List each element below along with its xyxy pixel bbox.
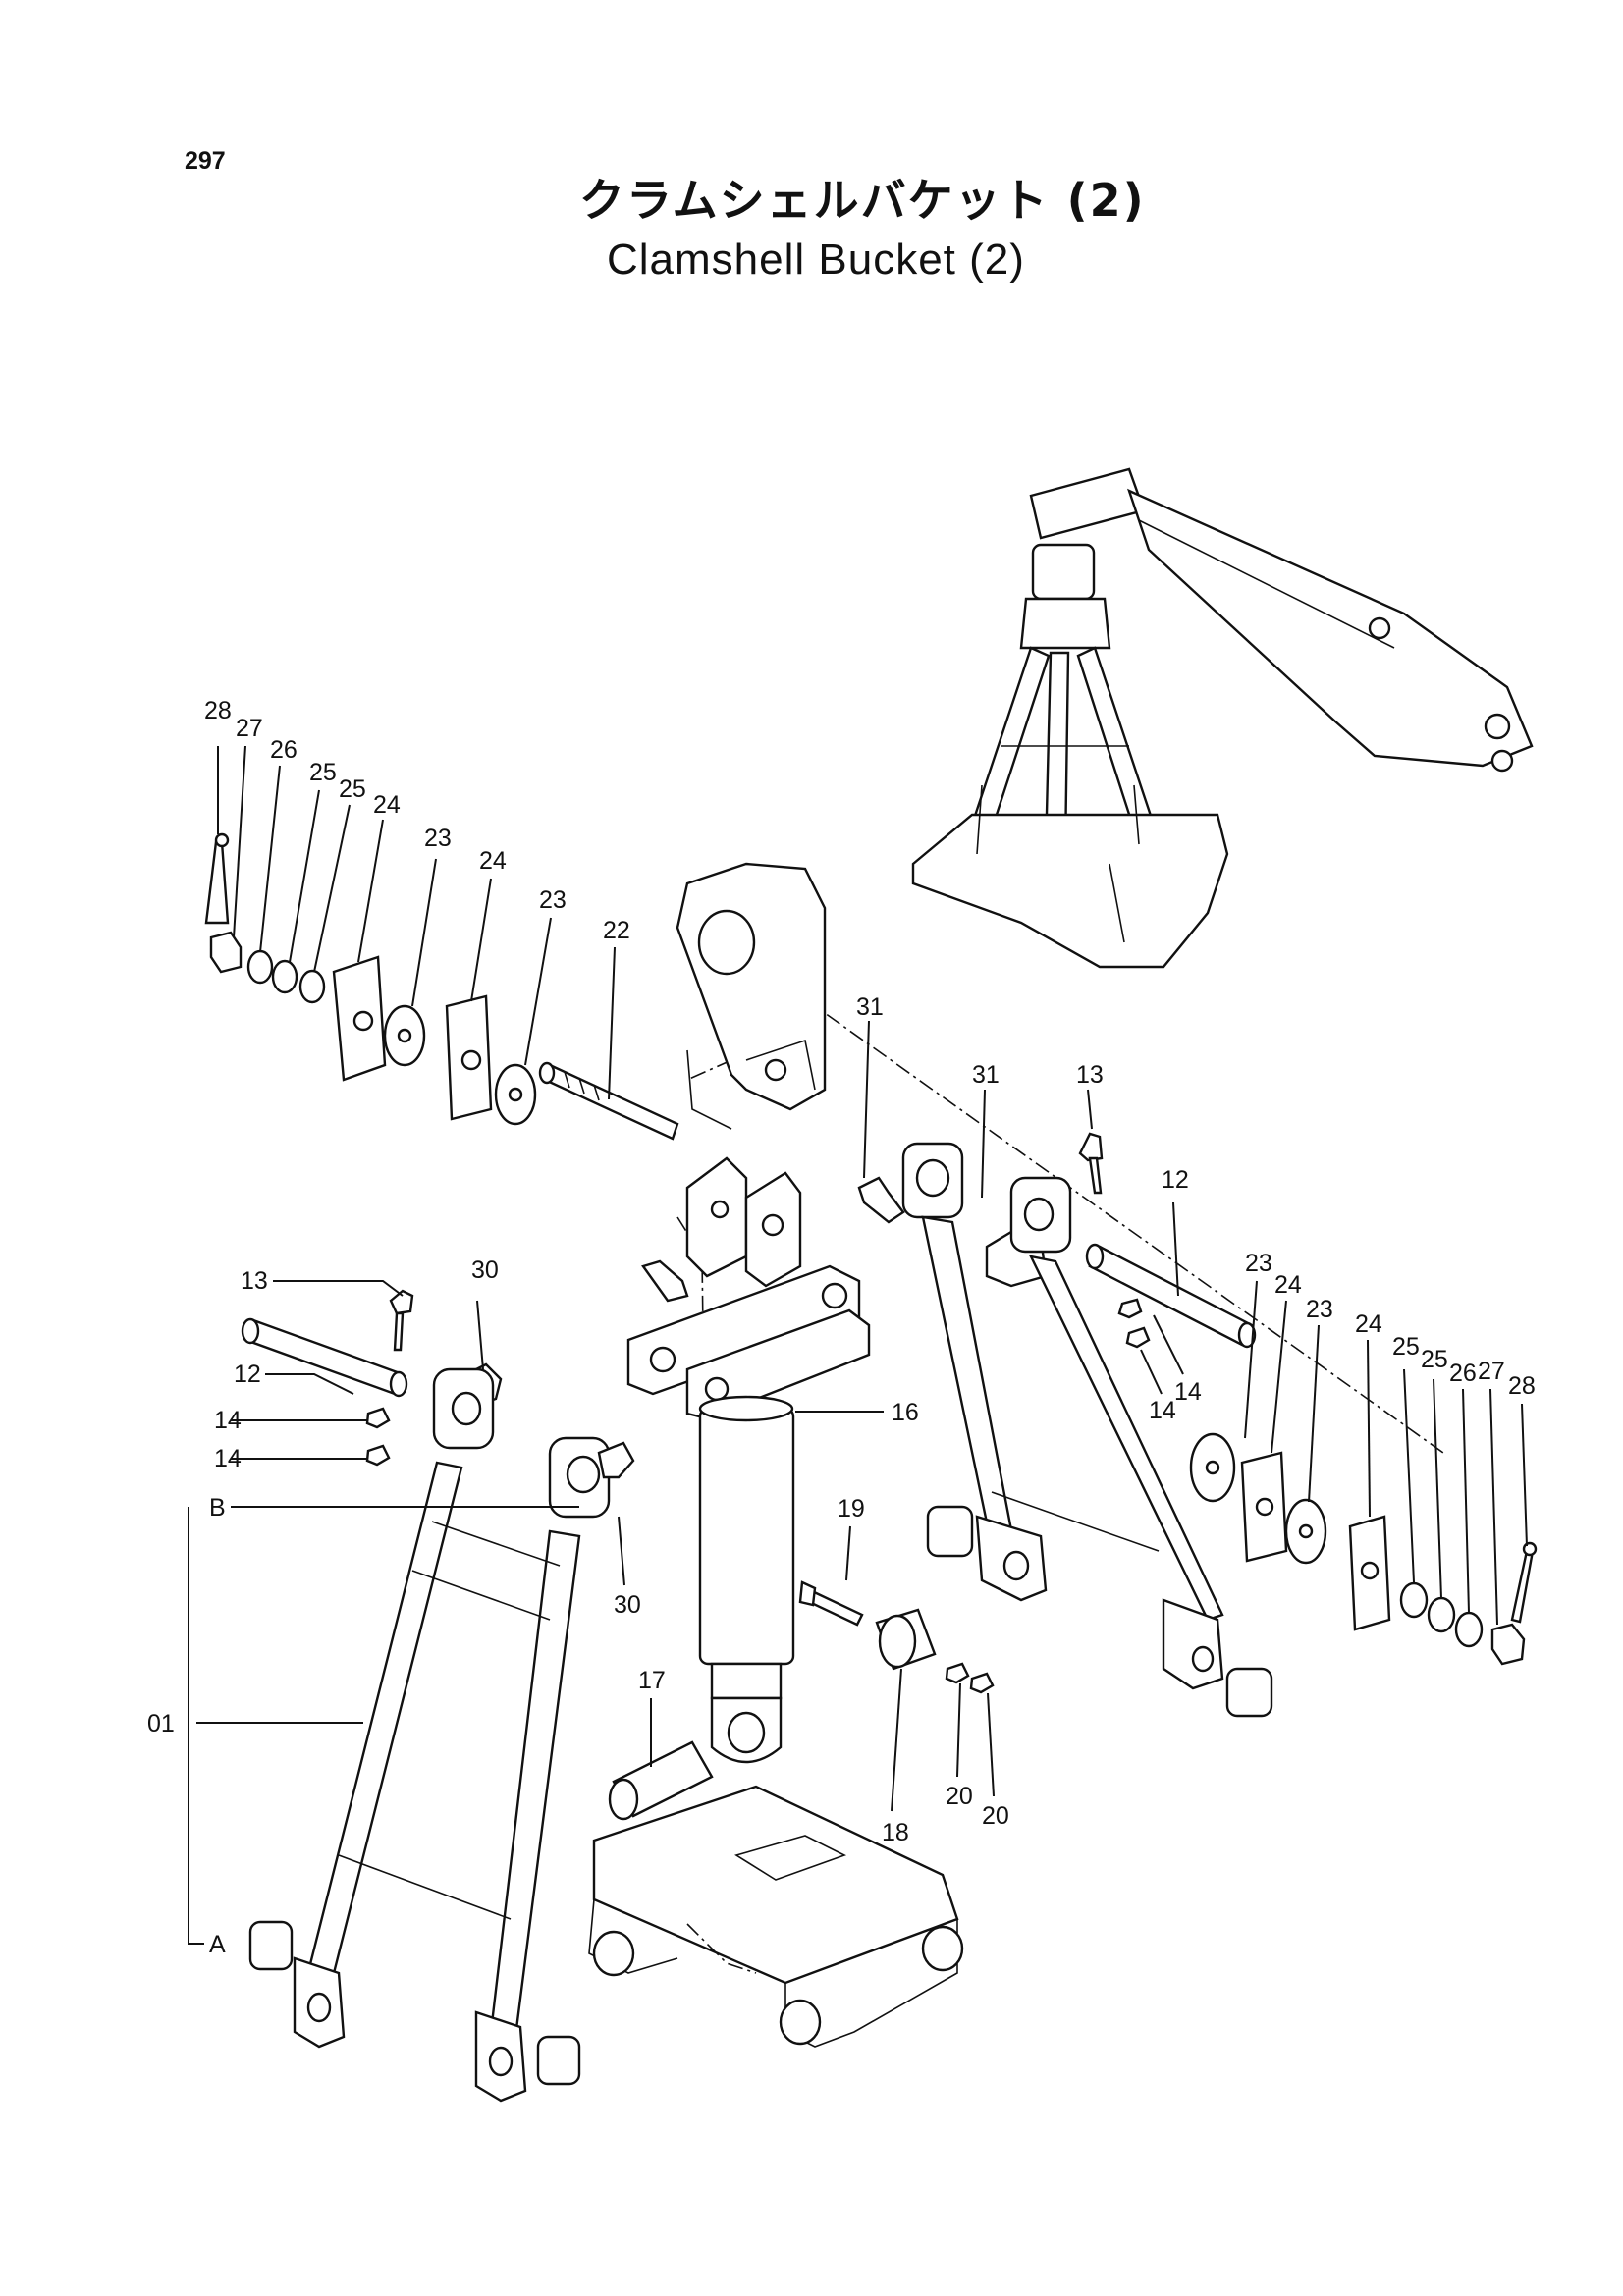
- callout-19: 19: [838, 1495, 865, 1522]
- callout-14: 14: [1149, 1397, 1176, 1424]
- upper-bracket: [676, 862, 827, 1130]
- callout-23: 23: [539, 886, 567, 914]
- callout-13: 13: [241, 1267, 268, 1295]
- left-a-frame: [248, 1362, 635, 2103]
- callout-23: 23: [1306, 1296, 1333, 1323]
- callout-30: 30: [471, 1256, 499, 1284]
- callout-12: 12: [1162, 1166, 1189, 1194]
- callout-25: 25: [309, 759, 337, 786]
- callout-13: 13: [1076, 1061, 1104, 1089]
- left-pin-set: [241, 1289, 414, 1467]
- callout-24: 24: [1274, 1271, 1302, 1299]
- callout-24: 24: [479, 847, 507, 875]
- assembly-line: [780, 981, 1444, 1454]
- callout-20: 20: [946, 1783, 973, 1810]
- lower-base-frame: [588, 1785, 964, 2048]
- assembly-line: [686, 1059, 732, 1081]
- callout-27: 27: [1478, 1358, 1505, 1385]
- lower-pin: [608, 1740, 714, 1821]
- callout-20: 20: [982, 1802, 1009, 1830]
- right-hardware-stack: [1189, 1432, 1538, 1666]
- hydraulic-cylinder: [698, 1395, 795, 1764]
- callout-31: 31: [972, 1061, 1000, 1089]
- callout-26: 26: [270, 736, 298, 764]
- callout-27: 27: [236, 715, 263, 742]
- page-number: 297: [185, 147, 226, 175]
- callout-14: 14: [214, 1407, 242, 1434]
- right-pin-set: [1078, 1132, 1257, 1349]
- callout-25: 25: [1392, 1333, 1420, 1361]
- callout-23: 23: [1245, 1250, 1272, 1277]
- callout-30: 30: [614, 1591, 641, 1619]
- callout-16: 16: [892, 1399, 919, 1426]
- callout-18: 18: [882, 1819, 909, 1846]
- callout-28: 28: [1508, 1372, 1536, 1400]
- callout-25: 25: [339, 775, 366, 803]
- callout-14: 14: [1174, 1378, 1202, 1406]
- callout-24: 24: [1355, 1310, 1382, 1338]
- callout-14: 14: [214, 1445, 242, 1472]
- callout-17: 17: [638, 1667, 666, 1694]
- pin-shaft: [538, 1061, 679, 1141]
- sleeve-bolt-nut-set: [798, 1580, 995, 1694]
- title-japanese: クラムシェルバケット (2): [579, 174, 1146, 227]
- callout-25: 25: [1421, 1346, 1448, 1373]
- inset-excavator-clamshell: [911, 467, 1534, 969]
- callout-23: 23: [424, 825, 452, 852]
- callout-28: 28: [204, 697, 232, 724]
- callout-31: 31: [856, 993, 884, 1021]
- callout-labels: 28 27 26 25 25 24 23 24 23 22 31 31 13 1…: [147, 697, 1536, 1958]
- callout-B: B: [209, 1494, 226, 1522]
- callout-24: 24: [373, 791, 401, 819]
- title-english: Clamshell Bucket (2): [607, 236, 1025, 284]
- callout-A: A: [209, 1931, 226, 1958]
- callout-26: 26: [1449, 1360, 1477, 1387]
- callout-12: 12: [234, 1361, 261, 1388]
- callout-22: 22: [603, 917, 630, 944]
- left-hardware-stack: [204, 832, 537, 1126]
- right-a-frame: [857, 1142, 1273, 1718]
- cylinder-clevis: [641, 1156, 802, 1303]
- callout-01: 01: [147, 1710, 175, 1737]
- leader-lines: [188, 745, 1528, 1945]
- link-plate: [626, 1264, 871, 1420]
